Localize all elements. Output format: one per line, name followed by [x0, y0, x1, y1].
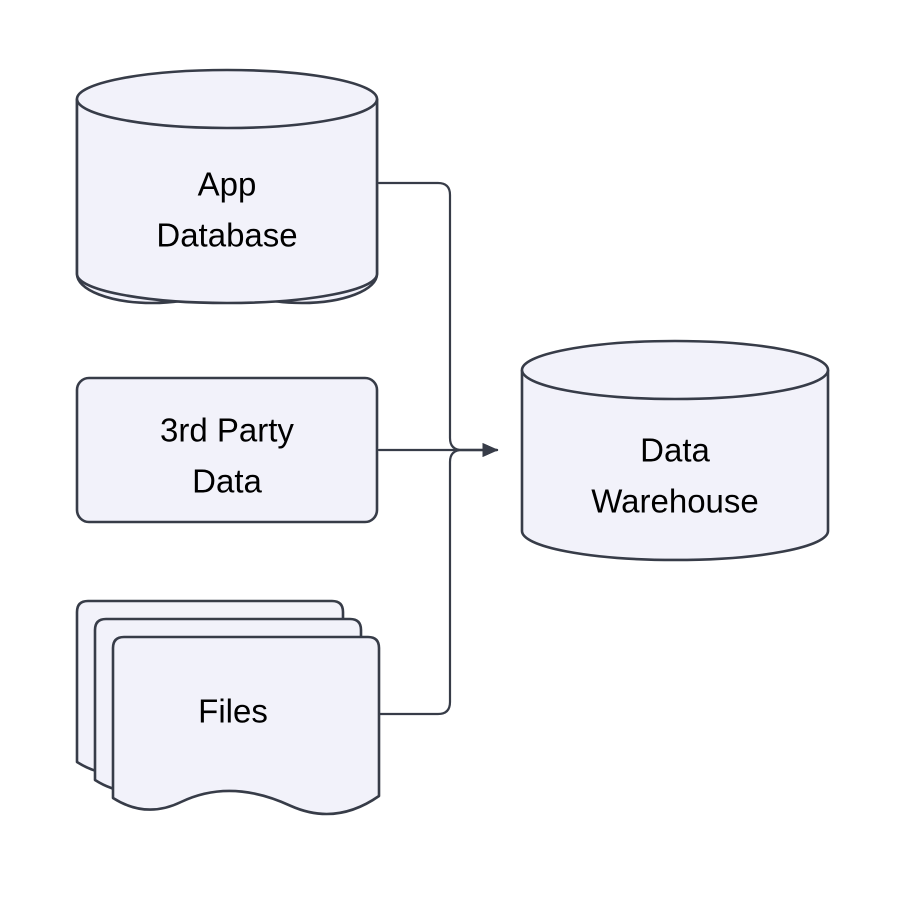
node-app-database[interactable]: App Database — [75, 68, 379, 305]
edge-files-to-warehouse — [377, 443, 499, 716]
data-warehouse-cylinder-body — [520, 370, 830, 562]
app-database-cylinder-body-outline — [75, 99, 379, 305]
edge-layer — [377, 181, 499, 716]
node-files[interactable]: Files — [75, 599, 381, 816]
node-third-party-data[interactable]: 3rd Party Data — [75, 376, 379, 524]
files-sheet-front — [111, 635, 381, 816]
data-warehouse-cylinder-top — [520, 339, 830, 401]
third-party-data-box — [75, 376, 379, 524]
app-database-cylinder-top — [75, 68, 379, 130]
node-data-warehouse[interactable]: Data Warehouse — [520, 339, 830, 562]
